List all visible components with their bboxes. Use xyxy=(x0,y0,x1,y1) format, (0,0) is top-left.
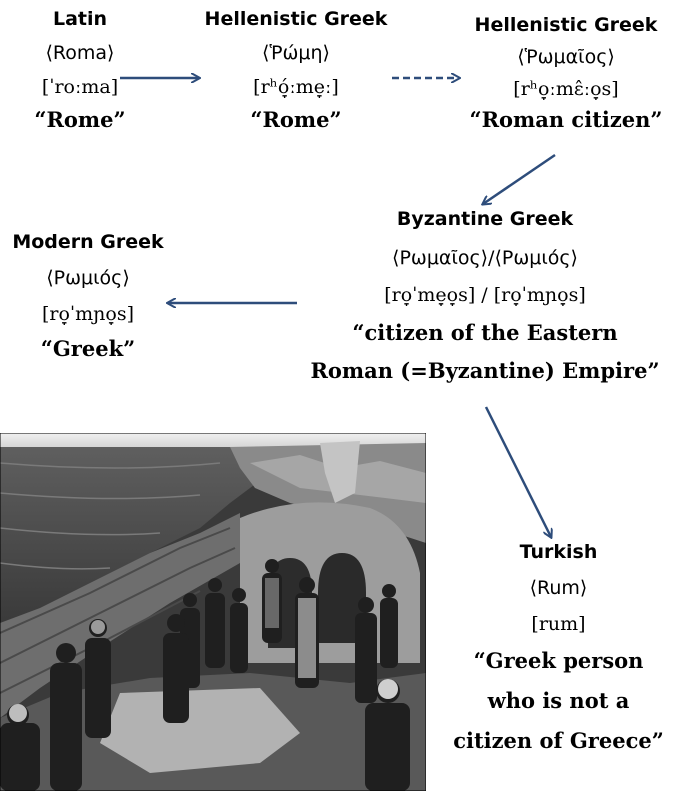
pronunciation: [rʰo̞ːmɛ̂ːo̞s] xyxy=(513,78,619,100)
gloss: “Rome” xyxy=(34,107,126,132)
language-name: Latin xyxy=(52,8,108,30)
pronunciation: [rʰó̞ːme̞ː] xyxy=(253,76,339,98)
spelling: ⟨Roma⟩ xyxy=(45,42,115,64)
language-name: Byzantine Greek xyxy=(396,208,574,230)
arrow-byzantine-to-turkish xyxy=(484,406,551,537)
gloss-line-1: “citizen of the Eastern xyxy=(352,320,618,345)
gloss: “Roman citizen” xyxy=(469,107,663,132)
gloss-line-2: who is not a xyxy=(487,688,630,713)
node-hellenistic-greek-2: Hellenistic Greek ⟨Ῥωμαῖος⟩ [rʰo̞ːmɛ̂ːo̞… xyxy=(455,14,677,132)
node-latin: Latin ⟨Roma⟩ [ˈroːma] “Rome” xyxy=(0,8,160,132)
gloss-line-3: citizen of Greece” xyxy=(453,728,664,753)
photograph-illustration xyxy=(0,433,426,791)
pronunciation: [ro̞ˈme̞o̞s] / [ro̞ˈmɲo̞s] xyxy=(384,284,586,306)
photograph xyxy=(0,433,426,791)
spelling: ⟨Ῥωμαῖος⟩ xyxy=(517,46,615,68)
node-hellenistic-greek-1: Hellenistic Greek ⟨Ῥώμη⟩ [rʰó̞ːme̞ː] “Ro… xyxy=(196,8,396,132)
gloss-line-2: Roman (=Byzantine) Empire” xyxy=(310,358,660,383)
spelling: ⟨Rum⟩ xyxy=(529,577,588,599)
pronunciation: [rum] xyxy=(531,613,586,635)
language-name: Hellenistic Greek xyxy=(204,8,388,30)
language-name: Modern Greek xyxy=(12,231,164,253)
language-name: Hellenistic Greek xyxy=(474,14,658,36)
node-byzantine-greek: Byzantine Greek ⟨Ρωμαῖος⟩/⟨Ρωμιός⟩ [ro̞ˈ… xyxy=(290,208,677,383)
node-turkish: Turkish ⟨Rum⟩ [rum] “Greek person who is… xyxy=(440,541,677,753)
language-name: Turkish xyxy=(519,541,598,563)
spelling: ⟨Ρωμαῖος⟩/⟨Ρωμιός⟩ xyxy=(392,247,578,269)
spelling: ⟨Ρωμιός⟩ xyxy=(46,267,130,289)
gloss: “Rome” xyxy=(250,107,342,132)
spelling: ⟨Ῥώμη⟩ xyxy=(262,42,330,64)
pronunciation: [ro̞ˈmɲo̞s] xyxy=(41,303,134,325)
pronunciation: [ˈroːma] xyxy=(41,76,119,98)
gloss-line-1: “Greek person xyxy=(473,648,644,673)
arrow-hellenistic2-to-byzantine xyxy=(483,153,556,204)
gloss: “Greek” xyxy=(40,336,136,361)
node-modern-greek: Modern Greek ⟨Ρωμιός⟩ [ro̞ˈmɲo̞s] “Greek… xyxy=(0,231,176,361)
